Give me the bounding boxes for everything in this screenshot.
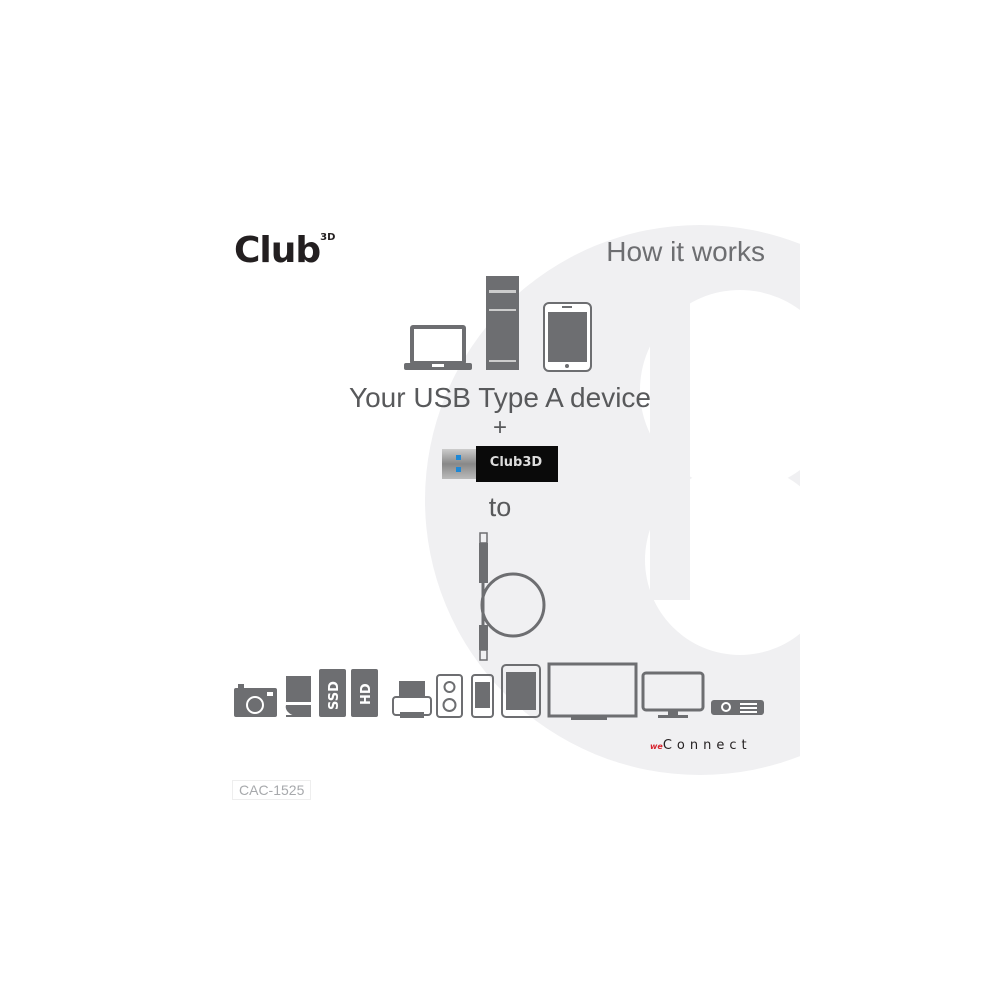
adapter-logo: Club3D bbox=[489, 455, 543, 470]
ssd-icon: SSD bbox=[319, 669, 346, 717]
tablet-icon bbox=[501, 664, 541, 718]
tablet-icon bbox=[543, 302, 592, 372]
headline: Your USB Type A device bbox=[349, 382, 651, 413]
laptop-icon bbox=[404, 325, 472, 370]
usb-pin-icon bbox=[456, 455, 461, 460]
hd-icon: HD bbox=[351, 669, 378, 717]
smartphone-icon bbox=[471, 674, 494, 718]
optical-drive-icon bbox=[285, 676, 311, 717]
plus-sign: + bbox=[492, 414, 507, 441]
to-label: to bbox=[488, 492, 512, 522]
camera-icon bbox=[234, 684, 277, 717]
printer-icon bbox=[392, 681, 432, 718]
hd-label: HD bbox=[359, 683, 374, 705]
page-title: How it works bbox=[606, 236, 765, 267]
model-number: CAC-1525 bbox=[232, 780, 312, 800]
usb-pin-icon bbox=[456, 467, 461, 472]
ssd-label: SSD bbox=[327, 681, 342, 710]
target-devices: SSD HD bbox=[234, 662, 764, 720]
projector-icon bbox=[711, 700, 764, 715]
speaker-icon bbox=[436, 674, 463, 718]
tv-icon bbox=[547, 662, 638, 720]
weconnect-logo: weConnect bbox=[650, 738, 752, 753]
usb-adapter-image bbox=[442, 446, 558, 482]
monitor-icon bbox=[641, 671, 705, 718]
usb-c-cable-icon bbox=[479, 532, 546, 661]
club3d-logo: Club3D bbox=[234, 230, 336, 271]
source-devices bbox=[404, 276, 592, 372]
desktop-tower-icon bbox=[486, 276, 519, 370]
